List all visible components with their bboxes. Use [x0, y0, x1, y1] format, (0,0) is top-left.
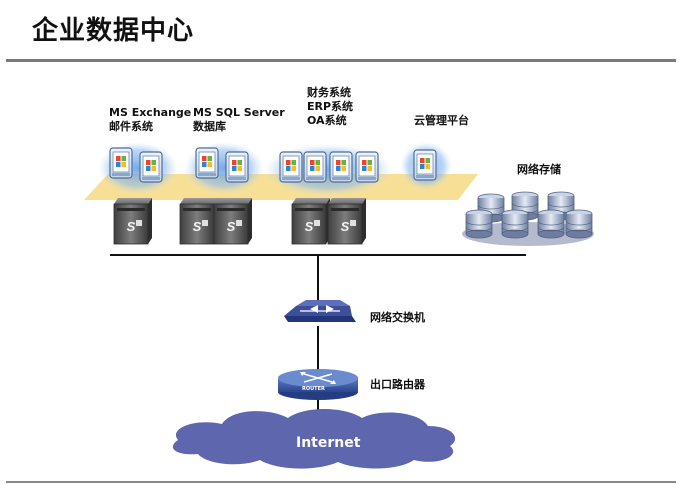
exchange-label: MS Exchange 邮件系统	[109, 106, 191, 134]
apps-label-line1: 财务系统	[307, 86, 351, 99]
internet-cloud	[172, 409, 456, 469]
page-title: 企业数据中心	[32, 16, 195, 46]
sql-label-line1: MS SQL Server	[193, 106, 285, 119]
apps-label-line2: ERP系统	[307, 100, 354, 113]
sql-label: MS SQL Server 数据库	[193, 106, 285, 134]
title-divider	[6, 59, 676, 62]
storage-cluster	[462, 191, 594, 246]
internet-label: Internet	[296, 435, 361, 451]
exchange-label-line1: MS Exchange	[109, 106, 192, 119]
physical-servers	[113, 197, 367, 245]
apps-label: 财务系统 ERP系统 OA系统	[307, 86, 353, 128]
exchange-label-line2: 邮件系统	[109, 120, 153, 133]
sql-label-line2: 数据库	[193, 120, 226, 133]
footer-divider	[6, 481, 676, 483]
router-badge: ROUTER	[302, 386, 325, 392]
cloud-mgmt-vm-icon	[413, 149, 437, 181]
network-switch-icon	[284, 300, 356, 322]
router-icon	[278, 369, 358, 400]
router-label: 出口路由器	[370, 378, 425, 391]
switch-label: 网络交换机	[370, 311, 425, 324]
storage-label: 网络存储	[517, 163, 561, 176]
cloud-mgmt-label: 云管理平台	[414, 114, 469, 127]
apps-label-line3: OA系统	[307, 114, 347, 127]
